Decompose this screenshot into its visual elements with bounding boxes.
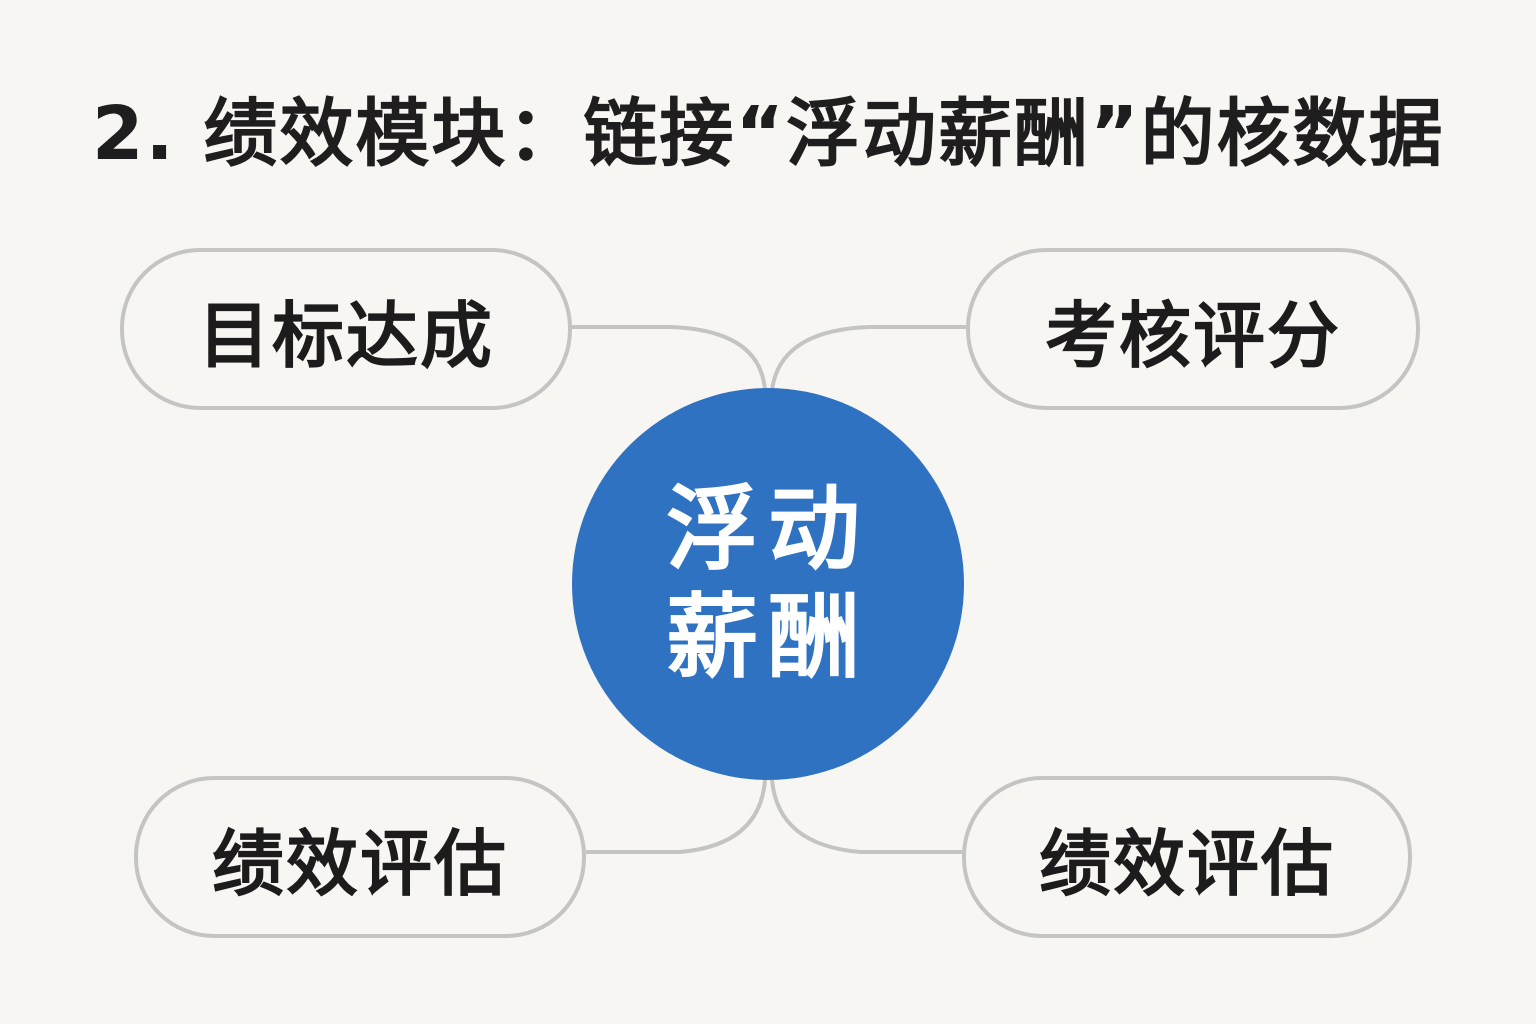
node-label: 考核评分: [1044, 293, 1341, 378]
center-label-line1: 浮动: [665, 476, 870, 583]
node-top-right: 考核评分: [966, 248, 1420, 410]
node-bottom-left: 绩效评估: [134, 776, 586, 938]
connector-top-left: [570, 325, 767, 391]
connector-top-right: [770, 325, 968, 391]
center-label-line2: 薪酬: [665, 584, 870, 691]
page-title: 2. 绩效模块：链接“浮动薪酬”的核数据: [92, 91, 1445, 177]
node-top-left: 目标达成: [120, 248, 572, 410]
connector-bottom-right: [770, 779, 962, 854]
connector-bottom-left: [586, 779, 767, 854]
node-label: 绩效评估: [1038, 821, 1335, 906]
node-bottom-right: 绩效评估: [962, 776, 1412, 938]
node-label: 目标达成: [197, 293, 494, 378]
center-hub: 浮动 薪酬: [572, 388, 964, 780]
node-label: 绩效评估: [211, 821, 508, 906]
